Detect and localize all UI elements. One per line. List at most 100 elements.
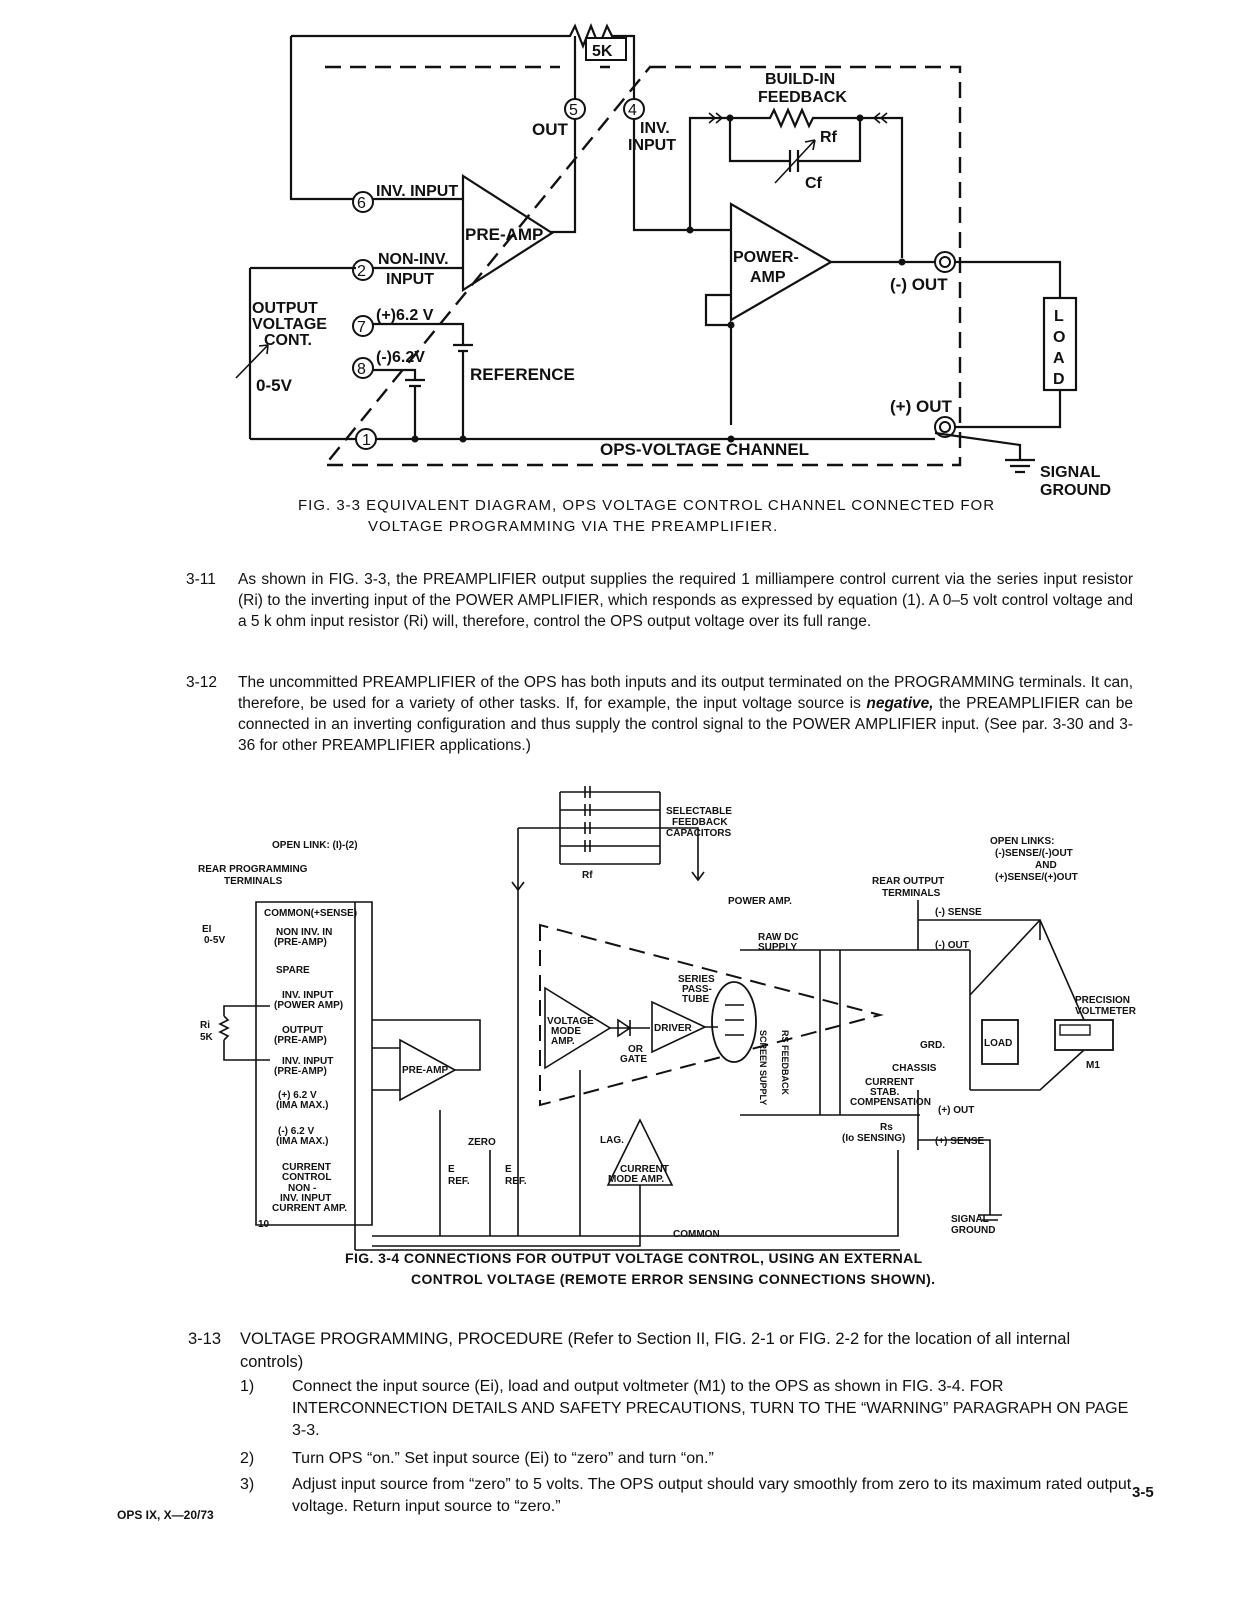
step-1-text: Connect the input source (Ei), load and … <box>292 1378 1129 1439</box>
t9e-label: CURRENT AMP. <box>272 1203 347 1214</box>
open-links-1: OPEN LINKS: <box>990 836 1054 847</box>
pre-amp-34-label: PRE-AMP <box>402 1065 448 1076</box>
t5a-label: OUTPUT <box>282 1025 323 1036</box>
step-1-number: 1) <box>240 1378 255 1395</box>
step-2: 2) Turn OPS “on.” Set input source (Ei) … <box>240 1448 1135 1470</box>
selectable-label-1: SELECTABLE <box>666 806 732 817</box>
t2a-label: NON INV. IN <box>276 927 332 938</box>
current-stab-3: COMPENSATION <box>850 1097 931 1108</box>
svg-text:1: 1 <box>362 432 371 449</box>
rs-label-2: (Io SENSING) <box>842 1133 905 1144</box>
paragraph-3-11-number: 3-11 <box>186 571 216 588</box>
plus-sense-34: (+) SENSE <box>935 1136 985 1147</box>
t7a-label: (+) 6.2 V <box>278 1090 317 1101</box>
paragraph-3-12-text-b: the PREAMPLIFIER can be connected in an … <box>238 695 1134 754</box>
paragraph-3-13: 3-13 VOLTAGE PROGRAMMING, PROCEDURE (Ref… <box>188 1328 1135 1373</box>
t4a-label: INV. INPUT <box>282 990 333 1001</box>
open-link-label: OPEN LINK: (I)-(2) <box>272 840 358 851</box>
label-ground: GROUND <box>1040 482 1111 499</box>
precision-1: PRECISION <box>1075 995 1130 1006</box>
m1-label: M1 <box>1086 1060 1100 1071</box>
label-signal: SIGNAL <box>1040 464 1101 481</box>
label-reference: REFERENCE <box>470 365 575 384</box>
step-2-text: Turn OPS “on.” Set input source (Ei) to … <box>292 1450 714 1467</box>
t9a-label: CURRENT <box>282 1162 331 1173</box>
driver-label: DRIVER <box>654 1023 693 1034</box>
t3-label: SPARE <box>276 965 310 976</box>
selectable-label-2: FEEDBACK <box>672 817 728 828</box>
svg-text:D: D <box>1053 371 1065 388</box>
sig-ground-2: GROUND <box>951 1225 995 1236</box>
ri-label-1: Ri <box>200 1020 210 1031</box>
caption-34-line1: FIG. 3-4 CONNECTIONS FOR OUTPUT VOLTAGE … <box>345 1250 923 1266</box>
zero-label: ZERO <box>468 1137 496 1148</box>
caption-33-line2: VOLTAGE PROGRAMMING VIA THE PREAMPLIFIER… <box>368 518 779 535</box>
label-neg-62: (-)6.2V <box>376 349 425 366</box>
page-number: 3-5 <box>1132 1484 1154 1501</box>
paragraph-3-12-text-a: The uncommitted PREAMPLIFIER of the OPS … <box>238 674 1133 712</box>
svg-text:O: O <box>1053 329 1065 346</box>
t1-label: COMMON(+SENSE) <box>264 908 357 919</box>
svg-text:4: 4 <box>628 102 637 119</box>
paragraph-3-12: 3-12 The uncommitted PREAMPLIFIER of the… <box>186 672 1134 756</box>
step-2-number: 2) <box>240 1450 255 1467</box>
t9d-label: INV. INPUT <box>280 1193 331 1204</box>
cma-1: CURRENT <box>620 1164 669 1175</box>
t4b-label: (POWER AMP) <box>274 1000 343 1011</box>
t10-label: 10 <box>258 1219 270 1230</box>
svg-text:8: 8 <box>357 361 366 378</box>
label-5k: 5K <box>592 43 613 60</box>
ri-label-2: 5K <box>200 1032 214 1043</box>
raw-dc-2: SUPPLY <box>758 942 797 953</box>
label-plus-out: (+) OUT <box>890 397 952 416</box>
label-feedback: FEEDBACK <box>758 89 847 106</box>
sig-ground-1: SIGNAL <box>951 1214 989 1225</box>
label-ovc-1: OUTPUT <box>252 300 318 317</box>
grd-34: GRD. <box>920 1040 945 1051</box>
raw-dc-1: RAW DC <box>758 932 799 943</box>
series-1: SERIES <box>678 974 715 985</box>
svg-text:2: 2 <box>357 263 366 280</box>
open-links-3: AND <box>1035 860 1057 871</box>
minus-sense-34: (-) SENSE <box>935 907 982 918</box>
t6a-label: INV. INPUT <box>282 1056 333 1067</box>
footer-left: OPS IX, X—20/73 <box>117 1508 214 1522</box>
rear-out-1: REAR OUTPUT <box>872 876 944 887</box>
label-ovc-3: CONT. <box>264 332 312 349</box>
ei-label-2: 0-5V <box>204 935 225 946</box>
t8a-label: (-) 6.2 V <box>278 1126 314 1137</box>
t9b-label: CONTROL <box>282 1172 331 1183</box>
pre-amp-label: PRE-AMP <box>465 225 543 244</box>
t5b-label: (PRE-AMP) <box>274 1035 327 1046</box>
paragraph-3-13-text: VOLTAGE PROGRAMMING, PROCEDURE (Refer to… <box>240 1330 1071 1371</box>
terminal-8: 8 <box>352 357 374 379</box>
ei-label-1: EI <box>202 924 212 935</box>
load-box <box>1042 296 1078 392</box>
screen-supply: SCREEN SUPPLY <box>758 1030 768 1105</box>
load-34: LOAD <box>984 1038 1012 1049</box>
label-ops-voltage-channel: OPS-VOLTAGE CHANNEL <box>600 440 809 459</box>
or-gate-1: OR <box>628 1044 644 1055</box>
eref-e2: E <box>505 1164 512 1175</box>
power-amp-34-label: POWER AMP. <box>728 896 792 907</box>
label-rf: Rf <box>820 129 838 146</box>
terminal-1: 1 <box>355 428 377 450</box>
label-out: OUT <box>532 120 569 139</box>
minus-out-34: (-) OUT <box>935 940 969 951</box>
svg-text:5: 5 <box>569 102 578 119</box>
svg-text:6: 6 <box>357 195 366 212</box>
terminal-6: 6 <box>352 191 374 213</box>
terminal-5: 5 <box>564 98 586 120</box>
series-2: PASS- <box>682 984 712 995</box>
figure-3-3-diagram: 5K 5 4 OUT INV. INPUT BUILD-IN FEEDBACK … <box>235 23 1111 499</box>
or-gate-2: GATE <box>620 1054 647 1065</box>
label-pos-62: (+)6.2 V <box>376 307 434 324</box>
eref-ref1: REF. <box>448 1176 470 1187</box>
series-3: TUBE <box>682 994 710 1005</box>
svg-text:7: 7 <box>357 319 366 336</box>
plus-out-34: (+) OUT <box>938 1105 974 1116</box>
step-3-number: 3) <box>240 1476 255 1493</box>
t6b-label: (PRE-AMP) <box>274 1066 327 1077</box>
rs-label-1: Rs <box>880 1122 893 1133</box>
open-links-4: (+)SENSE/(+)OUT <box>995 872 1078 883</box>
